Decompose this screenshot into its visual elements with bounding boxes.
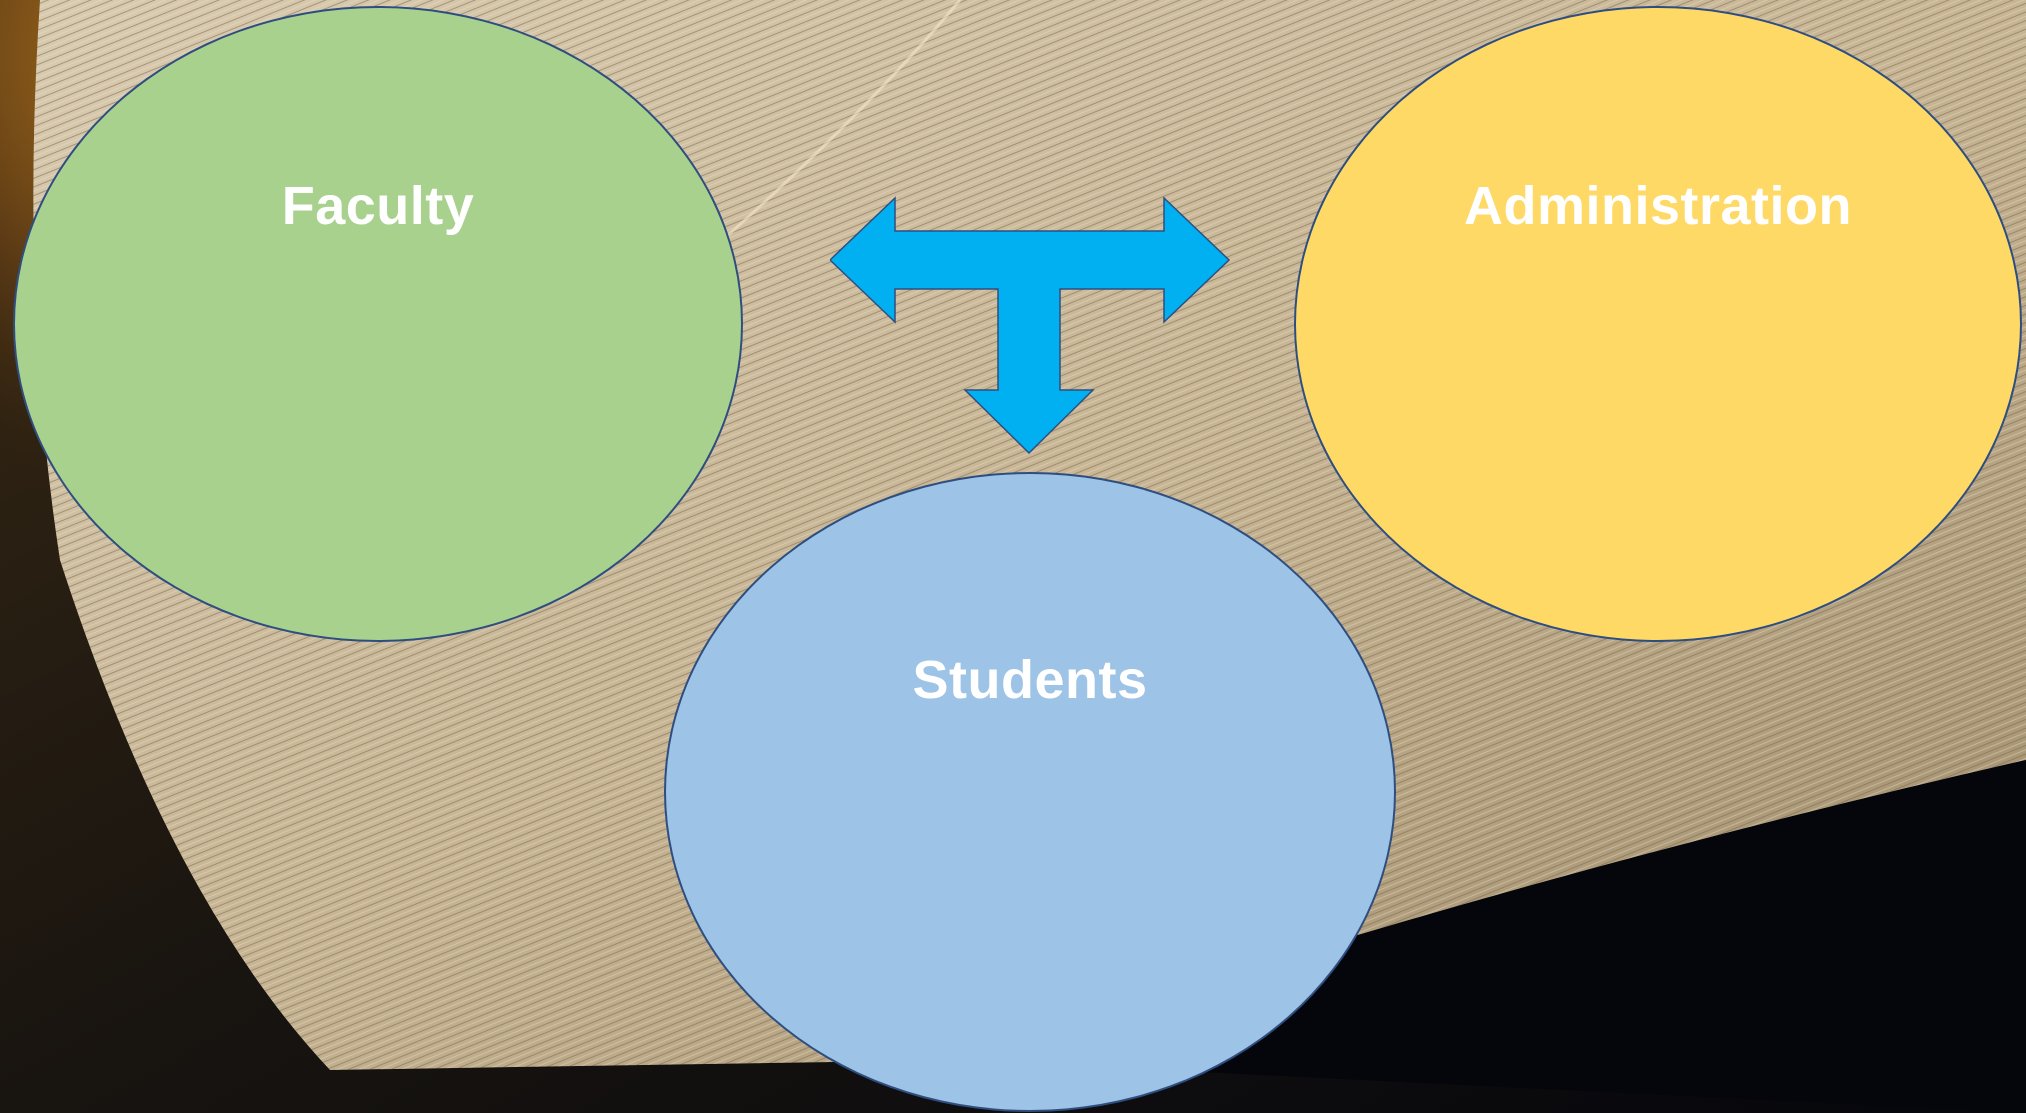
t-junction-arrow-icon bbox=[830, 196, 1230, 454]
faculty-label: Faculty bbox=[281, 176, 475, 236]
faculty-node: Faculty bbox=[13, 6, 743, 642]
students-label: Students bbox=[912, 650, 1148, 710]
administration-label: Administration bbox=[1463, 176, 1852, 236]
administration-node: Administration bbox=[1294, 6, 2022, 642]
students-node: Students bbox=[664, 472, 1396, 1112]
